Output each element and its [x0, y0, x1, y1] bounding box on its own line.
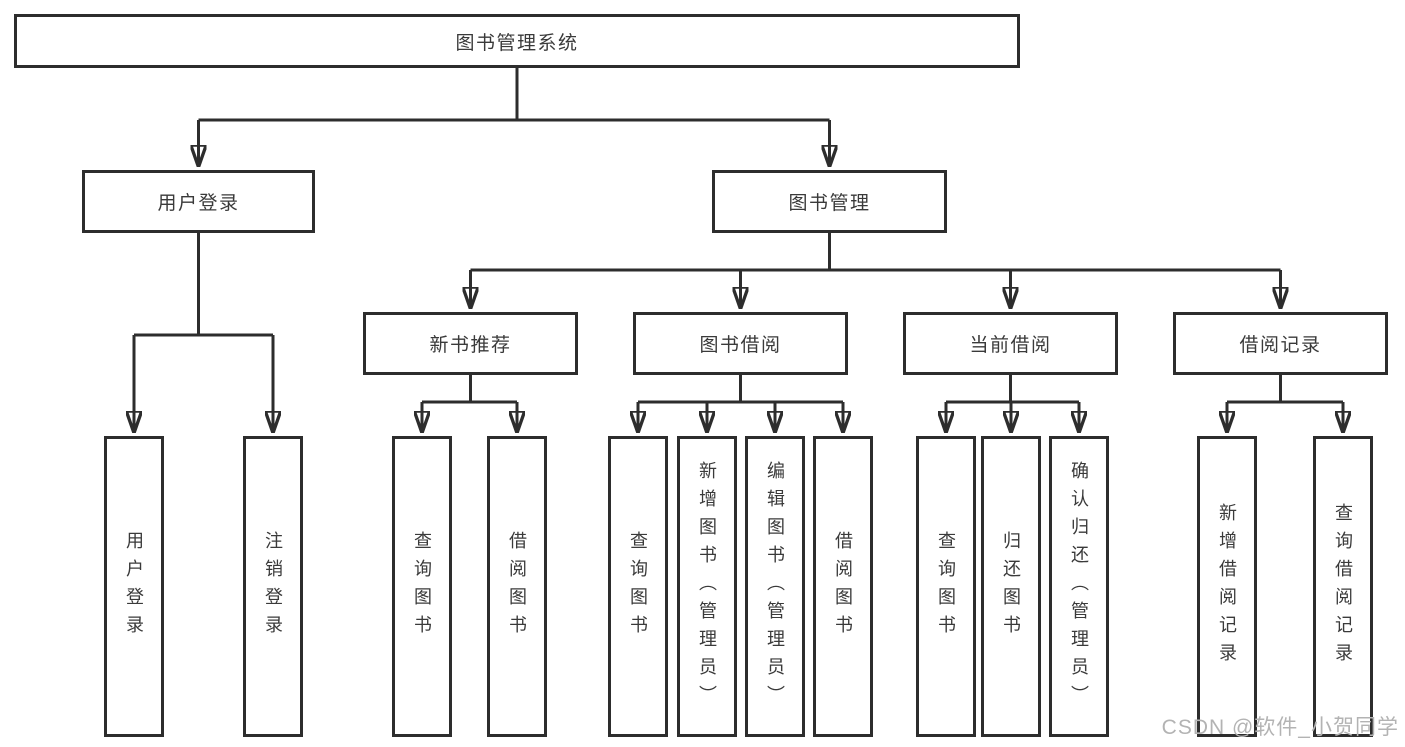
leaf-query-books-borrowing-label: 查询图书	[628, 530, 648, 643]
wire-book-borrow	[638, 375, 843, 404]
leaf-borrow-books-recommend-label: 借阅图书	[507, 530, 527, 643]
wire-borrow-records	[1227, 375, 1343, 404]
wire-new-book	[422, 375, 517, 404]
leaf-query-books-borrowing: 查询图书	[608, 436, 668, 737]
csdn-watermark: CSDN @软件_小贺同学	[1161, 716, 1399, 739]
leaf-return-books-label: 归还图书	[1001, 530, 1021, 643]
leaf-add-books-admin-label: 新增图书（管理员）	[697, 460, 717, 713]
node-book-management: 图书管理	[712, 170, 947, 233]
leaf-query-books-current-label: 查询图书	[936, 530, 956, 643]
node-root-label: 图书管理系统	[455, 32, 579, 54]
leaf-logout-label: 注销登录	[263, 530, 283, 643]
node-borrowing-records: 借阅记录	[1173, 312, 1388, 375]
node-book-borrowing: 图书借阅	[633, 312, 848, 375]
node-user-login-label: 用户登录	[157, 193, 240, 214]
node-current-borrowing-label: 当前借阅	[969, 335, 1052, 356]
node-new-book-recommend-label: 新书推荐	[429, 335, 512, 356]
leaf-add-borrow-record: 新增借阅记录	[1197, 436, 1257, 737]
leaf-borrow-books-borrowing-label: 借阅图书	[833, 530, 853, 643]
leaf-borrow-books-borrowing: 借阅图书	[813, 436, 873, 737]
node-current-borrowing: 当前借阅	[903, 312, 1118, 375]
leaf-add-books-admin: 新增图书（管理员）	[677, 436, 737, 737]
leaf-user-login-label: 用户登录	[124, 530, 144, 643]
leaf-query-borrow-record-label: 查询借阅记录	[1333, 502, 1353, 671]
node-book-management-label: 图书管理	[788, 193, 871, 214]
leaf-edit-books-admin: 编辑图书（管理员）	[745, 436, 805, 737]
leaf-borrow-books-recommend: 借阅图书	[487, 436, 547, 737]
wire-root	[198, 68, 830, 122]
node-borrowing-records-label: 借阅记录	[1239, 335, 1322, 356]
node-user-login: 用户登录	[82, 170, 315, 233]
leaf-query-books-recommend-label: 查询图书	[412, 530, 432, 643]
leaf-confirm-return-admin: 确认归还（管理员）	[1049, 436, 1109, 737]
leaf-query-borrow-record: 查询借阅记录	[1313, 436, 1373, 737]
leaf-edit-books-admin-label: 编辑图书（管理员）	[765, 460, 785, 713]
node-book-borrowing-label: 图书借阅	[699, 335, 782, 356]
leaf-query-books-current: 查询图书	[916, 436, 976, 737]
node-new-book-recommend: 新书推荐	[363, 312, 578, 375]
node-root: 图书管理系统	[14, 14, 1020, 68]
wire-user-login	[134, 233, 273, 337]
leaf-confirm-return-admin-label: 确认归还（管理员）	[1069, 460, 1089, 713]
wire-current-borrow	[946, 375, 1079, 404]
wire-book-mgmt	[470, 233, 1281, 272]
leaf-logout: 注销登录	[243, 436, 303, 737]
leaf-add-borrow-record-label: 新增借阅记录	[1217, 502, 1237, 671]
leaf-user-login: 用户登录	[104, 436, 164, 737]
leaf-return-books: 归还图书	[981, 436, 1041, 737]
leaf-query-books-recommend: 查询图书	[392, 436, 452, 737]
